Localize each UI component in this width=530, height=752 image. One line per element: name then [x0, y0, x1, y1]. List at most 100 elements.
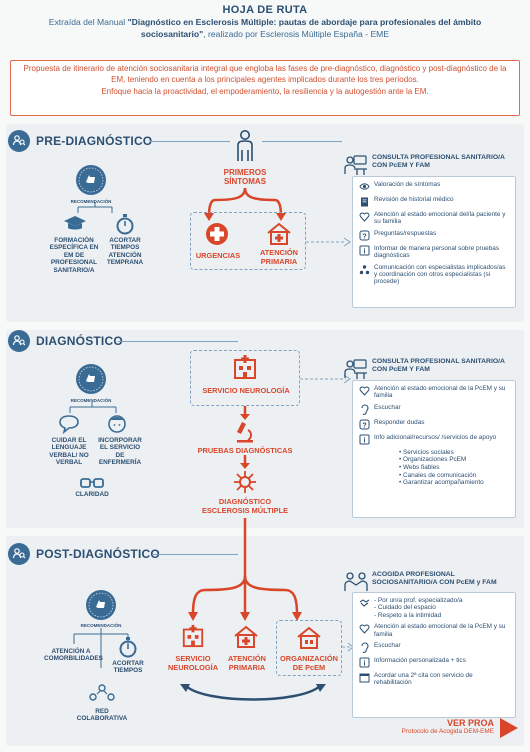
post-flow-arrows	[188, 518, 302, 621]
heart-icon	[359, 212, 370, 222]
pre-item: Atención al estado emocional del/la paci…	[359, 211, 509, 226]
post-rec-branch	[73, 628, 129, 668]
pre-item-text: Atención al estado emocional del/la paci…	[374, 211, 506, 226]
intro-focus: Enfoque hacia la proactividad, el empode…	[101, 87, 429, 97]
dia-item: i Info adicional/recursos/ /servicios de …	[359, 434, 509, 445]
organization-icon	[296, 626, 322, 650]
svg-text:?: ?	[362, 422, 366, 429]
people-search-icon	[8, 543, 30, 565]
dia-item-text: Info adicional/recursos/ /servicios de a…	[374, 433, 497, 441]
pre-node-primaria: ATENCIÓN PRIMARIA	[259, 248, 299, 266]
dia-consult-box: Atención al estado emocional de la PcEM …	[352, 380, 516, 518]
post-consult-box: - Por un/a prof. especializado/a - Cuida…	[352, 592, 516, 718]
dia-node-diagnostico: DIAGNÓSTICO ESCLEROSIS MÚLTIPLE	[201, 497, 289, 515]
dia-item: Escuchar	[359, 404, 509, 415]
post-item-text: Atención al estado emocional de la PcEM …	[374, 623, 506, 638]
recommendation-icon	[76, 364, 106, 394]
dia-rec-branch	[69, 402, 117, 413]
pre-rec-time: ACORTAR TIEMPOS ATENCIÓN TEMPRANA	[106, 237, 144, 267]
patient-icon	[234, 130, 256, 164]
nurse-icon	[106, 413, 128, 435]
post-subitems: - Por un/a prof. especializado/a - Cuida…	[374, 597, 462, 619]
dia-divider	[118, 341, 238, 342]
neuron-icon	[233, 470, 257, 494]
post-recommendation-badge	[84, 588, 118, 622]
pre-title: PRE-DIAGNÓSTICO	[36, 134, 153, 148]
pre-flow-arrows	[204, 187, 286, 221]
consultation-icon	[344, 154, 368, 176]
dia-item-text: Atención al estado emocional de la PcEM …	[374, 385, 506, 400]
subtitle-manual-name: "Diagnóstico en Esclerosis Múltiple: pau…	[127, 17, 482, 39]
dia-item-text: Responder dudas	[374, 418, 425, 426]
heart-icon	[359, 624, 370, 634]
pre-node-urgencias: URGENCIAS	[195, 251, 241, 260]
post-item: Escuchar	[359, 642, 509, 653]
pre-consult-title: CONSULTA PROFESIONAL SANITARIO/A CON PcE…	[372, 154, 505, 169]
speech-bubble-icon	[58, 414, 80, 435]
dia-consult-title: CONSULTA PROFESIONAL SANITARIO/A CON PcE…	[372, 358, 505, 373]
clinic-icon	[233, 625, 259, 649]
post-node-organizacion: ORGANIZACIÓN DE PcEM	[280, 654, 338, 672]
glasses-icon	[80, 476, 104, 488]
dia-neuro-frame	[190, 350, 300, 406]
hospital-icon	[232, 354, 258, 380]
dia-bullets: • Servicios sociales • Organizaciones Pc…	[359, 449, 509, 487]
subtitle-prefix: Extraída del Manual	[48, 17, 128, 27]
handshake-icon	[359, 599, 370, 607]
dia-recommendation-badge	[74, 362, 108, 396]
dia-bullet: • Organizaciones PcEM	[399, 456, 467, 464]
post-rec-network: RED COLABORATIVA	[76, 708, 128, 723]
pre-item: Comunicación con especialistas implicado…	[359, 264, 509, 286]
intro-box: Propuesta de itinerario de atención soci…	[10, 60, 520, 116]
post-cycle-arrows	[180, 684, 326, 701]
heart-icon	[359, 386, 370, 396]
people-search-icon	[8, 130, 30, 152]
eye-icon	[359, 183, 370, 190]
stopwatch-icon	[118, 636, 138, 658]
dia-bullet: • Servicios sociales	[399, 448, 454, 456]
dia-node-neurologia: SERVICIO NEUROLOGÍA	[202, 386, 290, 395]
ver-proa-sublabel: Protocolo de Acogida DEM-EME	[401, 728, 494, 735]
post-rec-comorbidities: ATENCIÓN A COMORBILIDADES	[44, 648, 103, 663]
ver-proa-arrow-icon[interactable]	[498, 716, 520, 740]
svg-text:i: i	[364, 437, 366, 444]
pre-item-text: Valoración de síntomas	[374, 181, 441, 188]
post-item-text: Escuchar	[374, 642, 401, 650]
post-item-text: Acordar una 2ª cita con servicio de reha…	[374, 672, 473, 687]
post-title: POST-DIAGNÓSTICO	[36, 547, 160, 561]
network-icon	[359, 264, 370, 274]
pre-consult-box: Valoración de síntomas Revisión de histo…	[352, 176, 516, 308]
pre-rec-branch	[77, 202, 113, 213]
consultation-icon	[344, 358, 368, 380]
dia-bullet: • Canales de comunicación	[399, 471, 477, 479]
clinic-icon	[266, 222, 292, 246]
post-org-frame	[276, 620, 342, 676]
welcome-icon	[344, 571, 368, 593]
question-icon: ?	[359, 230, 370, 241]
post-node-primaria: ATENCIÓN PRIMARIA	[227, 654, 267, 672]
post-node-neurologia: SERVICIO NEUROLOGÍA	[167, 654, 219, 672]
dia-node-pruebas: PRUEBAS DIAGNÓSTICAS	[197, 446, 293, 455]
dia-header: DIAGNÓSTICO	[8, 330, 123, 352]
dia-rec-nursing: INCORPORAR EL SERVICIO DE ENFERMERÍA	[98, 437, 142, 467]
pre-item-text: Comunicación con especialistas implicado…	[374, 263, 506, 286]
ver-proa-link[interactable]: VER PROA Protocolo de Acogida DEM-EME	[390, 718, 520, 735]
dia-item: Atención al estado emocional de la PcEM …	[359, 385, 509, 400]
recommendation-icon	[76, 165, 106, 195]
post-divider	[152, 554, 238, 555]
stopwatch-icon	[115, 213, 135, 235]
page-subtitle: Extraída del Manual "Diagnóstico en Escl…	[20, 17, 510, 40]
pre-recommendation-badge	[74, 163, 108, 197]
pre-item-text: Preguntas/respuestas	[374, 229, 437, 237]
page-title: HOJA DE RUTA	[222, 4, 308, 16]
dia-flow-arrow-2	[240, 455, 250, 469]
dia-bullet: • Webs fiables	[399, 464, 440, 471]
subtitle-suffix: , realizado por Esclerosis Múltiple Espa…	[203, 28, 390, 39]
post-item: - Por un/a prof. especializado/a - Cuida…	[359, 597, 509, 619]
dia-rec-language: CUIDAR EL LENGUAJE VERBAL/ NO VERBAL	[49, 437, 89, 467]
dia-item-text: Escuchar	[374, 403, 401, 411]
post-subitem: - Por un/a prof. especializado/a	[374, 597, 463, 604]
pre-start-label: PRIMEROS SÍNTOMAS	[223, 168, 267, 186]
post-badge-label: RECOMENDACIÓN	[80, 623, 122, 628]
